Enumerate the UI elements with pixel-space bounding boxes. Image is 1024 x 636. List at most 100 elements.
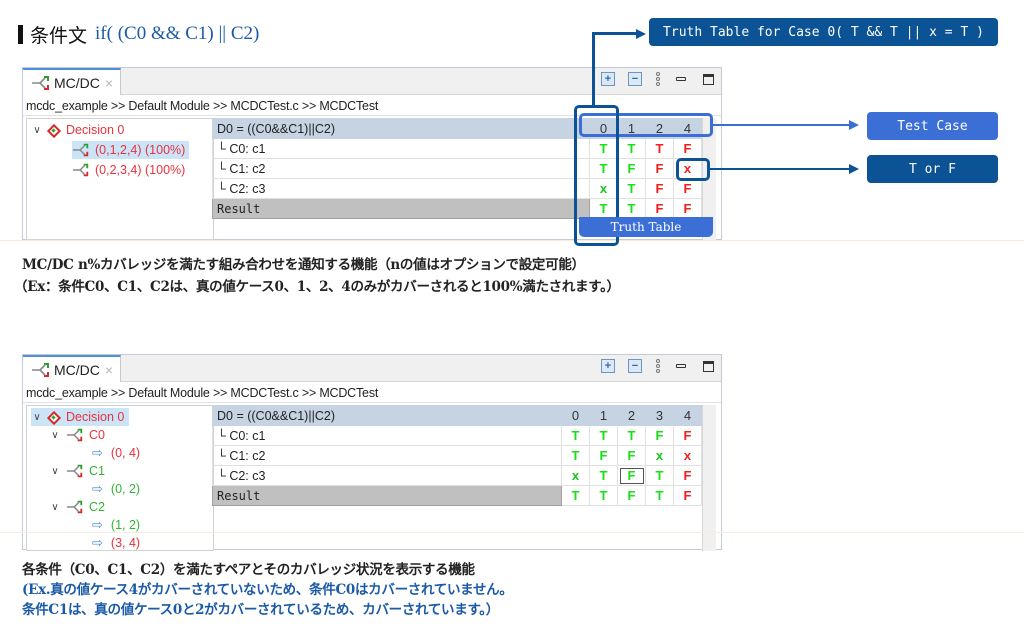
condition-label: C2: [89, 500, 105, 514]
chevron-down-icon[interactable]: ∨: [33, 411, 41, 423]
result-row: Result T T F F: [212, 198, 702, 219]
table-row: └ C2: c3 x T F F: [212, 178, 702, 199]
heading-code: if( (C0 && C1) || C2): [95, 23, 260, 44]
truth-cell: T: [617, 178, 646, 199]
truth-cell: F: [617, 158, 646, 179]
truth-cell: F: [673, 425, 702, 446]
result-cell: T: [561, 485, 590, 506]
pair-label: (3, 4): [110, 536, 141, 550]
description-1-line-2: （Ex：条件C0、C1、C2は、真の値ケース0、1、2、4のみがカバーされると1…: [14, 279, 620, 295]
view-toolbar: + −: [601, 359, 715, 373]
pair-label: (1, 2): [110, 518, 141, 532]
table-row: └ C1: c2 T F F x: [212, 158, 702, 179]
breadcrumb: mcdc_example >> Default Module >> MCDCTe…: [23, 383, 721, 403]
chevron-down-icon[interactable]: ∨: [51, 501, 59, 513]
condition-label: C1: [89, 464, 105, 478]
column-header[interactable]: 3: [645, 405, 674, 426]
mcdc-branch-icon: [32, 75, 49, 90]
close-icon[interactable]: ×: [104, 74, 114, 91]
truth-cell: F: [589, 445, 618, 466]
truth-cell: F: [673, 138, 702, 159]
truth-cell: F: [645, 425, 674, 446]
divider: [0, 240, 1024, 241]
chevron-down-icon[interactable]: ∨: [51, 429, 59, 441]
result-cell: F: [645, 198, 674, 219]
description-2-line-2: (Ex.真の値ケース4がカバーされていないため、条件C0はカバーされていません。: [22, 582, 513, 598]
splitter[interactable]: [702, 405, 716, 551]
truth-cell: F: [617, 445, 646, 466]
decision-icon: [48, 125, 58, 135]
result-cell: F: [673, 198, 702, 219]
connector-line: [710, 168, 849, 170]
tree-item-decision[interactable]: ∨ Decision 0: [31, 408, 130, 426]
condition-label: └ C1: c2: [212, 445, 562, 466]
arrow-right-icon: ⇨: [92, 517, 103, 532]
condition-label: C0: [89, 428, 105, 442]
tree-item-combination[interactable]: (0,1,2,4) (100%): [72, 141, 190, 159]
view-menu-icon[interactable]: [655, 359, 661, 373]
tab-label: MC/DC: [54, 74, 100, 91]
truth-cell: x: [561, 465, 590, 486]
close-icon[interactable]: ×: [104, 361, 114, 378]
breadcrumb: mcdc_example >> Default Module >> MCDCTe…: [23, 96, 721, 116]
mcdc-branch-icon: [66, 428, 83, 442]
collapse-all-icon[interactable]: −: [628, 72, 642, 86]
result-cell: T: [617, 198, 646, 219]
result-cell: F: [617, 485, 646, 506]
tab-bar: MC/DC × + −: [23, 68, 721, 95]
column-header[interactable]: 1: [617, 118, 646, 139]
truth-cell-selected[interactable]: F: [617, 465, 646, 486]
truth-table-case-callout: Truth Table for Case 0( T && T || x = T …: [649, 18, 998, 46]
pair-label: (0, 4): [110, 446, 141, 460]
arrow-right-icon: ⇨: [92, 535, 103, 550]
truth-cell: T: [589, 465, 618, 486]
tree-item-condition[interactable]: ∨ C1: [49, 462, 105, 480]
tree-item-pair[interactable]: ⇨ (3, 4): [92, 534, 140, 552]
column-header[interactable]: 2: [617, 405, 646, 426]
column-header[interactable]: 1: [589, 405, 618, 426]
column-header[interactable]: 0: [561, 405, 590, 426]
column-header[interactable]: 4: [673, 118, 702, 139]
truth-cell: T: [589, 425, 618, 446]
collapse-all-icon[interactable]: −: [628, 359, 642, 373]
minimize-icon[interactable]: [674, 72, 688, 86]
result-cell: F: [673, 485, 702, 506]
description-1-line-1: MC/DC n%カバレッジを満たす組み合わせを通知する機能（nの値はオプションで…: [22, 257, 585, 273]
mcdc-branch-icon: [66, 500, 83, 514]
condition-label: └ C1: c2: [212, 158, 590, 179]
decision-expression: D0 = ((C0&&C1)||C2): [212, 118, 590, 139]
tree-item-pair[interactable]: ⇨ (1, 2): [92, 516, 140, 534]
result-cell: T: [645, 485, 674, 506]
heading-bar: [18, 24, 23, 44]
tree-item-pair[interactable]: ⇨ (0, 2): [92, 480, 140, 498]
maximize-icon[interactable]: [701, 359, 715, 373]
connector-line: [592, 32, 595, 106]
mcdc-view-panel-1: MC/DC × + − mcdc_example >> Default Modu…: [22, 67, 722, 240]
t-or-f-callout: T or F: [867, 155, 998, 183]
tree-item-pair[interactable]: ⇨ (0, 4): [92, 444, 140, 462]
tree-item-condition[interactable]: ∨ C2: [49, 498, 105, 516]
mcdc-branch-icon: [66, 464, 83, 478]
arrow-right-icon: ⇨: [92, 445, 103, 460]
tab-mcdc[interactable]: MC/DC ×: [23, 355, 121, 382]
tree-item-decision[interactable]: ∨ Decision 0: [31, 121, 124, 139]
truth-cell: F: [673, 465, 702, 486]
view-menu-icon[interactable]: [655, 72, 661, 86]
heading-label: 条件文: [30, 24, 88, 47]
tab-bar: MC/DC × + −: [23, 355, 721, 382]
chevron-down-icon[interactable]: ∨: [33, 124, 41, 136]
chevron-down-icon[interactable]: ∨: [51, 465, 59, 477]
truth-table: D0 = ((C0&&C1)||C2) 0 1 2 4 └ C0: c1 T T…: [212, 118, 702, 219]
connector-line: [592, 32, 636, 35]
combination-label: (0,1,2,4) (100%): [95, 143, 186, 157]
minimize-icon[interactable]: [674, 359, 688, 373]
maximize-icon[interactable]: [701, 72, 715, 86]
decision-label: Decision 0: [66, 123, 125, 137]
tab-mcdc[interactable]: MC/DC ×: [23, 68, 121, 95]
tree-item-condition[interactable]: ∨ C0: [49, 426, 105, 444]
expand-all-icon[interactable]: +: [601, 72, 615, 86]
tree-item-combination[interactable]: (0,2,3,4) (100%): [72, 161, 185, 179]
column-header[interactable]: 4: [673, 405, 702, 426]
expand-all-icon[interactable]: +: [601, 359, 615, 373]
divider: [0, 532, 1024, 533]
